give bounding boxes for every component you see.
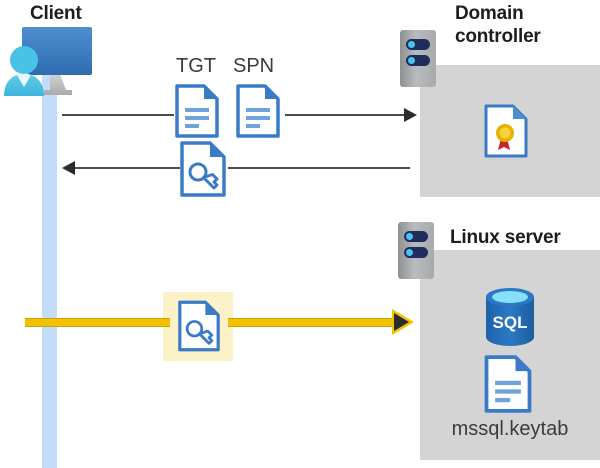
- flow-arrowhead-to-client: [62, 161, 75, 175]
- spn-document-icon: [236, 84, 280, 138]
- flow-line-request-right: [285, 114, 407, 116]
- certificate-document-icon: [484, 104, 528, 158]
- key-document-icon: [180, 141, 226, 197]
- kerberos-flow-line-right: [228, 318, 404, 327]
- rack-led-icon: [404, 231, 428, 242]
- rack-led-icon: [406, 39, 430, 50]
- flow-line-request-left: [62, 114, 174, 116]
- spn-label: SPN: [233, 55, 275, 77]
- flow-line-response-right: [228, 167, 410, 169]
- client-lifeline: [42, 62, 57, 468]
- sql-database-icon: SQL: [480, 286, 540, 348]
- keytab-filename-label: mssql.keytab: [451, 418, 569, 440]
- linux-server-title: Linux server: [450, 227, 561, 248]
- client-workstation-icon: [2, 24, 110, 102]
- flow-arrowhead-to-domain-controller: [404, 108, 417, 122]
- client-title: Client: [30, 3, 82, 24]
- rack-led-icon: [406, 55, 430, 66]
- tgt-document-icon: [175, 84, 219, 138]
- svg-text:SQL: SQL: [493, 313, 528, 332]
- domain-controller-title: Domain controller: [455, 3, 541, 47]
- linux-server-rack-icon: [398, 222, 434, 279]
- flow-line-response-left: [75, 167, 180, 169]
- linux-server-body: [420, 250, 600, 460]
- kerberos-arrowhead-to-linux-server: [394, 313, 409, 331]
- tgt-label: TGT: [176, 55, 216, 77]
- keytab-document-icon: [484, 355, 532, 413]
- domain-controller-rack-icon: [400, 30, 436, 87]
- kerberos-flow-line-left: [25, 318, 170, 327]
- rack-led-icon: [404, 247, 428, 258]
- kerberos-key-document-icon: [178, 300, 220, 352]
